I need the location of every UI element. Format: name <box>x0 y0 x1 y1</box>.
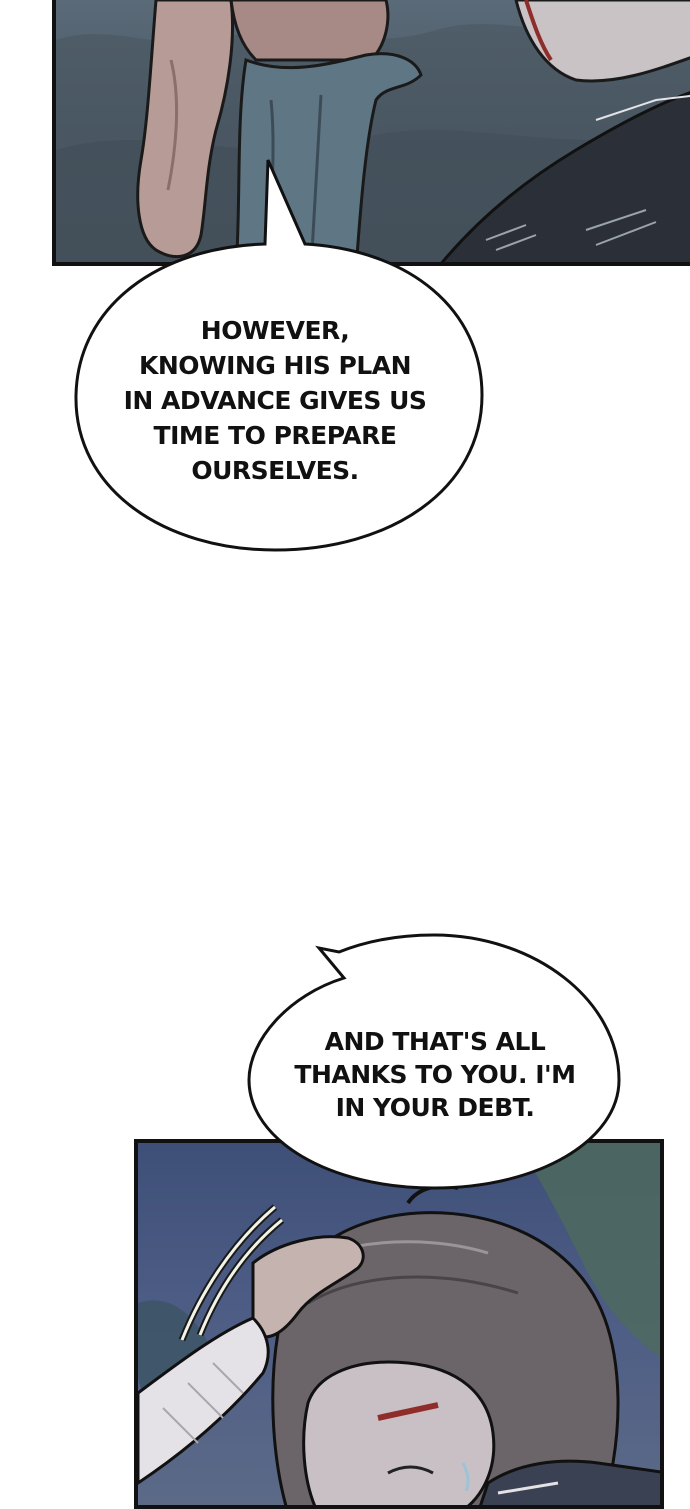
speech-bubble-first <box>74 159 484 552</box>
character-clothing <box>479 1459 660 1505</box>
bandaged-arm <box>138 1316 270 1485</box>
bottom-panel-artwork <box>138 1143 660 1505</box>
hair-strand <box>307 1275 519 1305</box>
speech-bubble-second-text: AND THAT'S ALL THANKS TO YOU. I'M IN YOU… <box>294 1027 576 1122</box>
scratch-effect-lines <box>178 1204 285 1342</box>
tree-foliage <box>518 1143 660 1358</box>
scratch-line <box>198 1218 283 1336</box>
sweat-drop <box>461 1462 470 1492</box>
speech-bubble-first-shape <box>74 159 484 552</box>
blood-streak <box>524 0 553 62</box>
hand <box>251 1235 365 1339</box>
speech-bubble-second-shape <box>247 933 621 1190</box>
cloth-hatching <box>485 209 657 251</box>
collar-trim <box>497 1481 559 1495</box>
character-eye <box>387 1465 434 1475</box>
collar-line <box>595 94 690 121</box>
right-character-face <box>514 0 690 83</box>
speech-bubble-second <box>247 933 621 1190</box>
bandage-lines <box>162 1362 244 1444</box>
torso <box>229 0 390 62</box>
character-face <box>302 1360 496 1505</box>
speech-bubble-first-text: HOWEVER, KNOWING HIS PLAN IN ADVANCE GIV… <box>123 316 427 485</box>
scratch-line <box>180 1205 276 1341</box>
arm <box>136 0 234 259</box>
bottom-comic-panel <box>134 1139 664 1509</box>
arm-muscle-line <box>166 59 179 191</box>
blood-mark <box>377 1402 439 1421</box>
